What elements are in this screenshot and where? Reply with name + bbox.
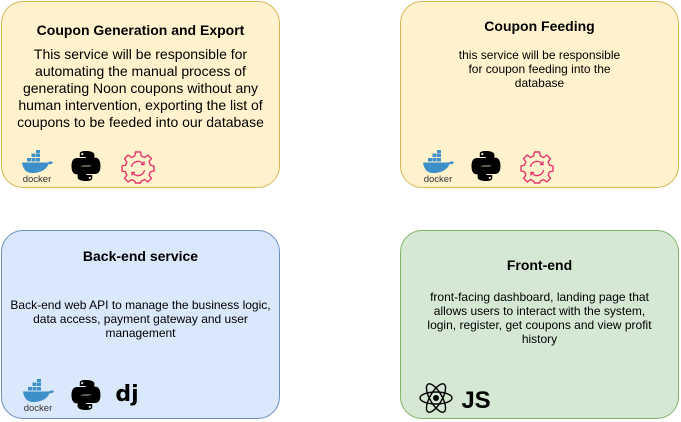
django-icon: dj — [115, 382, 138, 407]
backend-service-title: Back-end service — [82, 248, 199, 264]
refresh-gear-icon — [121, 151, 155, 184]
docker-label: docker — [23, 174, 52, 184]
react-icon — [419, 383, 453, 413]
backend-service-card: Back-end service Back-end web API to man… — [1, 230, 280, 419]
python-icon — [71, 151, 101, 181]
python-icon — [471, 151, 501, 181]
backend-service-description: Back-end web API to manage the business … — [10, 298, 271, 340]
docker-label: docker — [24, 403, 53, 413]
python-icon — [71, 380, 101, 410]
frontend-card: Front-end front-facing dashboard, landin… — [400, 230, 679, 419]
docker-icon: docker — [423, 150, 454, 184]
frontend-description: front-facing dashboard, landing page tha… — [427, 290, 652, 346]
refresh-gear-icon — [520, 151, 554, 184]
javascript-label: JS — [461, 387, 490, 414]
coupon-feeding-card: Coupon Feeding this service will be resp… — [400, 1, 679, 188]
coupon-generation-card: Coupon Generation and Export This servic… — [1, 1, 280, 188]
coupon-feeding-description: this service will be responsible for cou… — [458, 48, 621, 90]
coupon-generation-title: Coupon Generation and Export — [36, 22, 245, 38]
coupon-generation-description: This service will be responsible for aut… — [17, 46, 264, 130]
javascript-icon: JS — [461, 387, 490, 414]
docker-icon: docker — [22, 150, 53, 184]
django-label: dj — [115, 382, 138, 407]
docker-icon: docker — [23, 379, 54, 413]
coupon-feeding-title: Coupon Feeding — [484, 18, 595, 34]
frontend-title: Front-end — [506, 257, 573, 273]
docker-label: docker — [424, 174, 453, 184]
